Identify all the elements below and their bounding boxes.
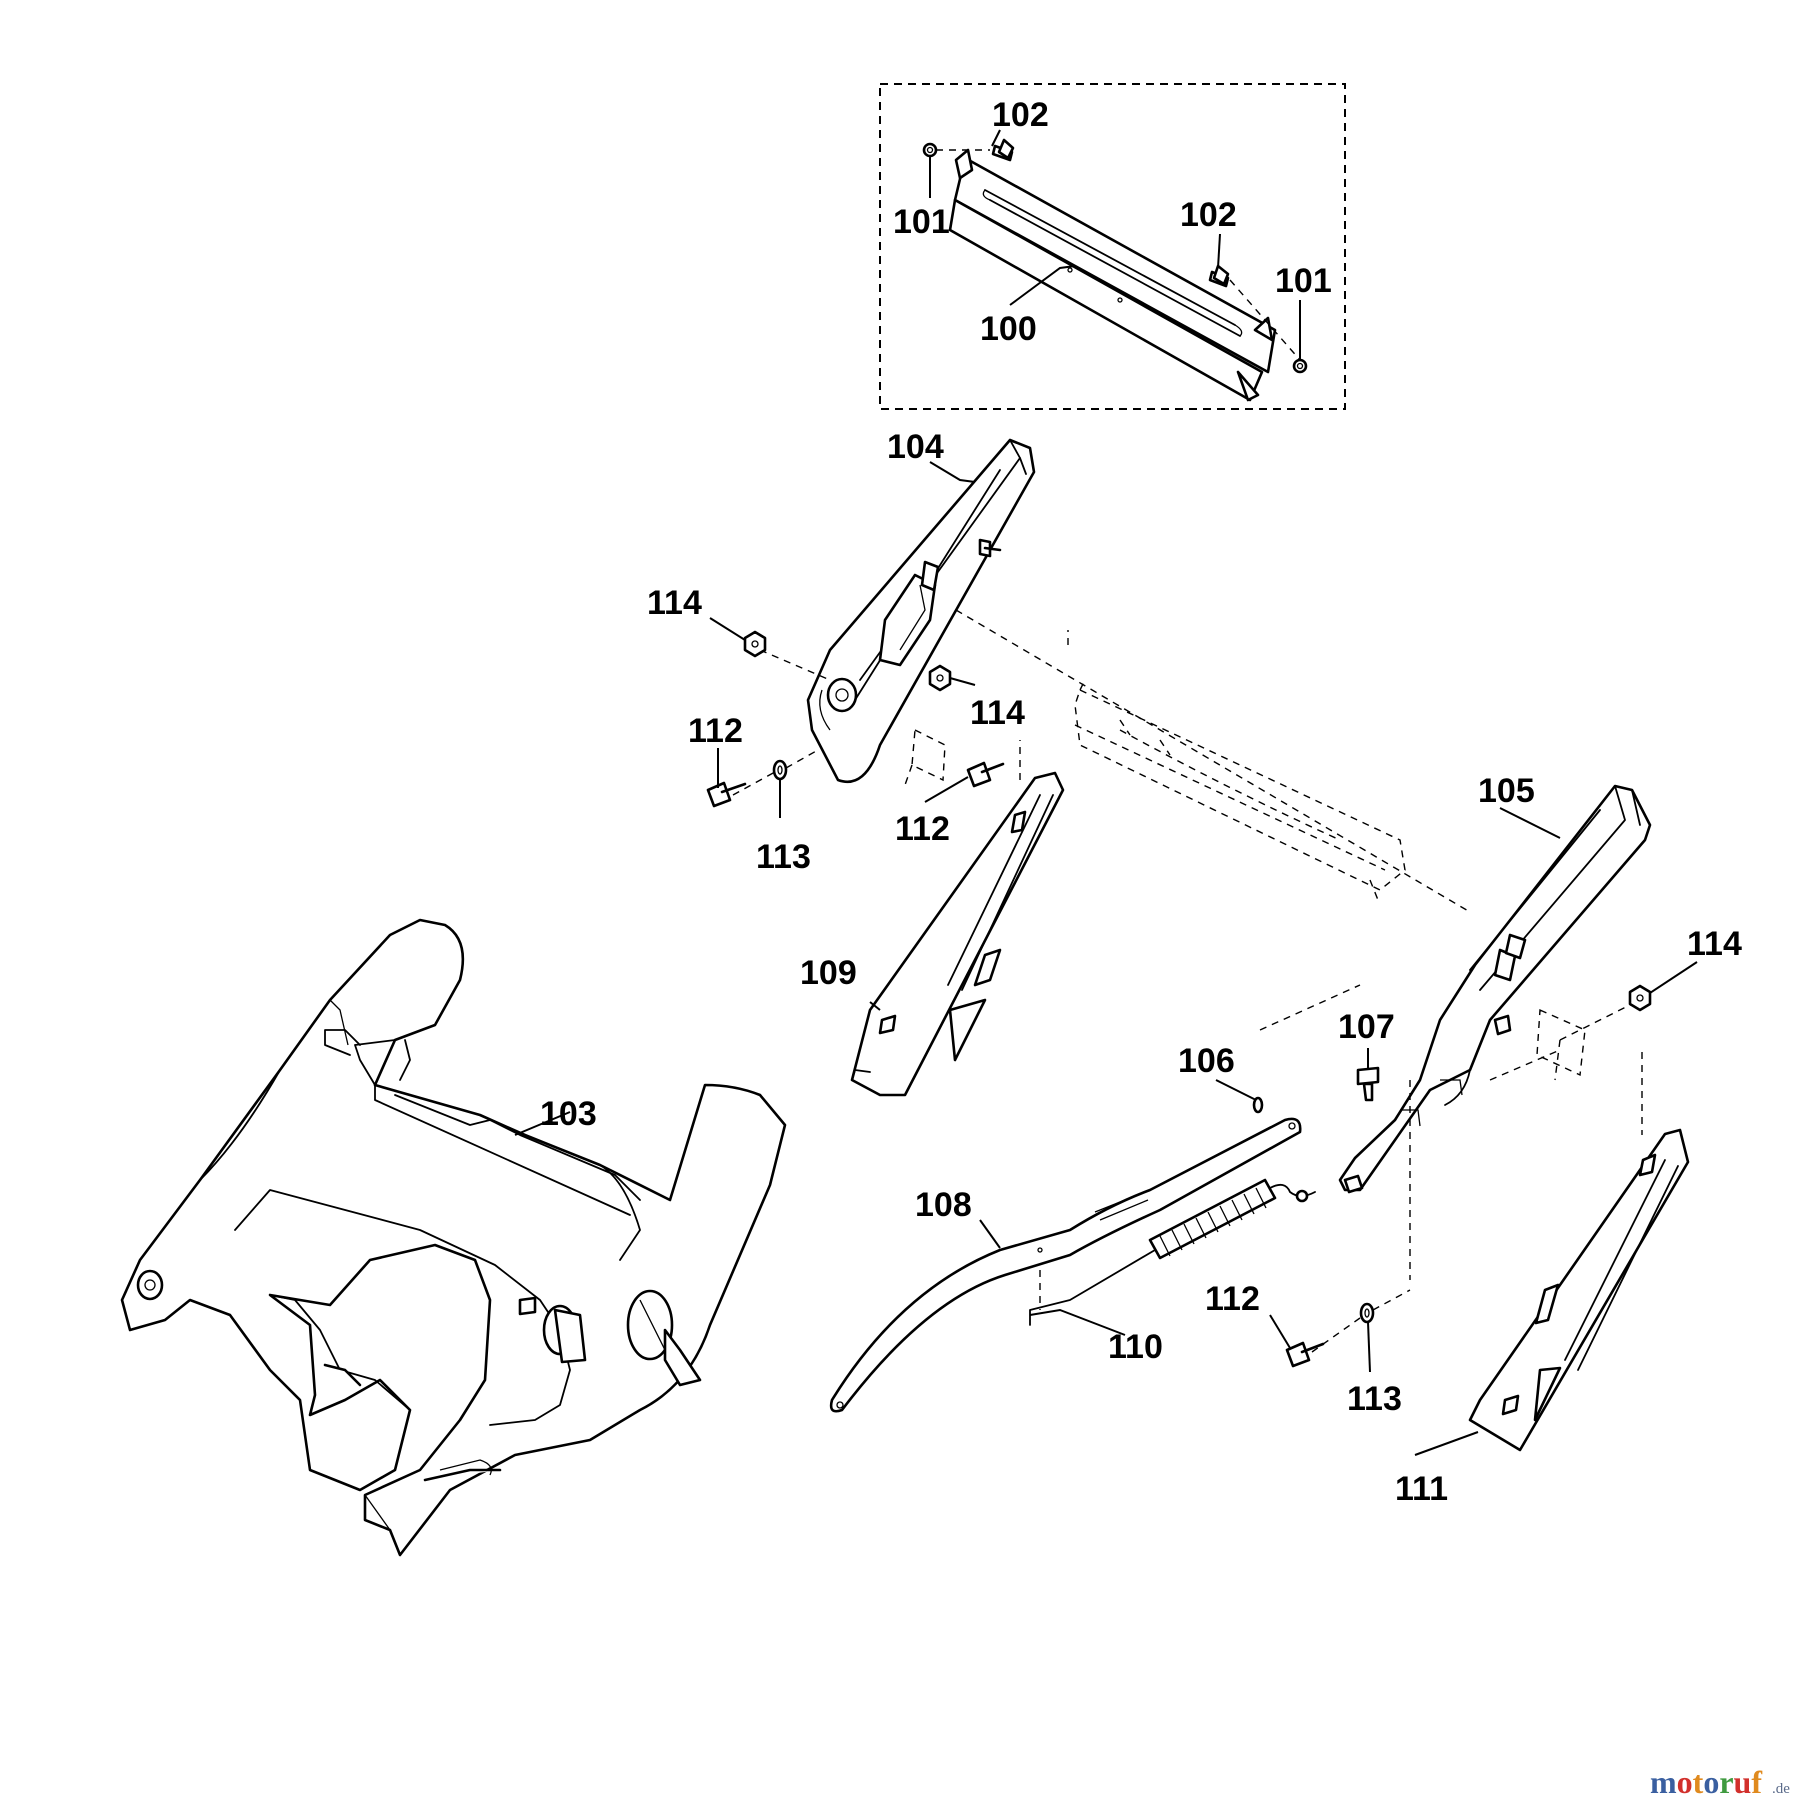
part-113-washer-right <box>1359 1302 1375 1324</box>
callout-113-right: 113 <box>1347 1380 1402 1418</box>
logo-letter: o <box>1703 1764 1719 1800</box>
callout-112-right: 112 <box>1205 1280 1260 1318</box>
callout-114-left: 114 <box>647 584 702 622</box>
part-106-lever-rod <box>829 1117 1302 1413</box>
callout-102-mid: 102 <box>1180 196 1237 234</box>
part-108-hook-wire <box>1029 1249 1156 1326</box>
bracket-clip-right <box>1536 1008 1586 1081</box>
part-100-cross-bar <box>948 148 1277 402</box>
callout-106: 108 <box>915 1186 972 1224</box>
callout-109: 107 <box>1338 1008 1395 1046</box>
part-112-bolt-left <box>706 781 747 808</box>
callout-100: 100 <box>980 310 1037 348</box>
callout-107: 106 <box>1178 1042 1235 1080</box>
logo-suffix: .de <box>1772 1781 1790 1797</box>
logo-letter: f <box>1751 1764 1762 1800</box>
part-101-nut-right <box>1292 358 1308 374</box>
part-105-right-bracket <box>1338 784 1652 1194</box>
callout-103: 103 <box>540 1095 597 1133</box>
part-101-nut-left <box>922 142 938 158</box>
svg-text:motoruf: motoruf <box>1650 1764 1762 1800</box>
logo-letter: o <box>1677 1764 1693 1800</box>
part-111-right-slider <box>1468 1128 1690 1452</box>
callout-105: 105 <box>1478 772 1535 810</box>
callout-114-right: 114 <box>1687 925 1742 963</box>
callout-101-right: 101 <box>1275 262 1332 300</box>
part-103-main-frame <box>120 918 787 1557</box>
callout-108: 110 <box>1108 1328 1163 1366</box>
part-107-pin <box>1252 1096 1264 1114</box>
callout-114-center: 114 <box>970 694 1025 732</box>
callout-110: 109 <box>800 954 857 992</box>
part-112-bolt-center <box>966 761 1005 788</box>
callout-112-center: 112 <box>895 810 950 848</box>
spring <box>1148 1178 1316 1260</box>
part-114-nut-right <box>1628 984 1652 1012</box>
callout-112-left: 112 <box>688 712 743 750</box>
logo-letter: u <box>1734 1764 1752 1800</box>
callout-104: 104 <box>887 428 944 466</box>
part-109-screw <box>1356 1066 1380 1102</box>
bracket-clip-left <box>904 728 946 786</box>
callout-102-top: 102 <box>992 96 1049 134</box>
motoruf-logo: motoruf .de <box>1650 1764 1790 1800</box>
subassembly-box <box>879 83 1346 410</box>
part-102-screw-mid <box>1208 264 1230 288</box>
part-114-nut-center <box>928 664 952 692</box>
part-112-bolt-right <box>1285 1341 1325 1368</box>
callout-101-left: 101 <box>893 203 950 241</box>
callout-113-left: 113 <box>756 838 811 876</box>
logo-letter: m <box>1650 1764 1677 1800</box>
logo-letter: t <box>1693 1764 1704 1800</box>
part-104-left-bracket <box>806 438 1036 784</box>
part-102-screw-top <box>991 138 1015 162</box>
part-114-nut-left <box>743 630 767 658</box>
logo-letter: r <box>1719 1764 1733 1800</box>
part-113-washer-left <box>772 759 788 781</box>
callout-111: 111 <box>1395 1470 1448 1508</box>
handle-shaft-reference <box>1074 679 1406 901</box>
part-110-left-slider <box>850 771 1065 1097</box>
